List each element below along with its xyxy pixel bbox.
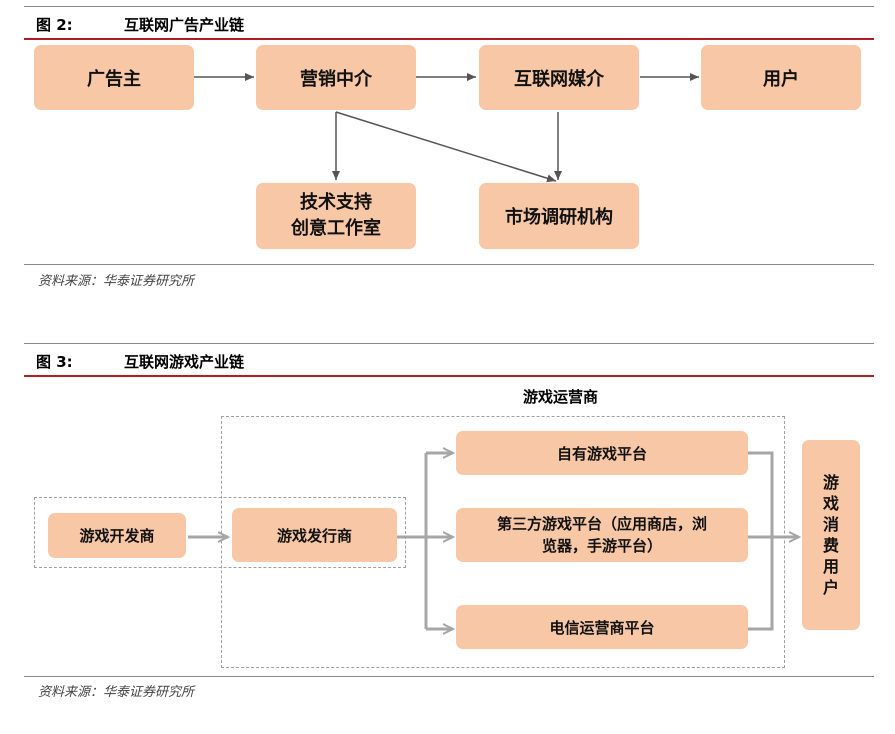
figure2-source: 资料来源：华泰证券研究所 [38, 274, 195, 289]
node-game-consumer: 游戏消费用户 [802, 440, 860, 630]
figure2-top-rule [24, 6, 874, 7]
figure3-header: 图 3: 互联网游戏产业链 [24, 343, 874, 383]
node-third-party-platform: 第三方游戏平台（应用商店，浏 览器，手游平台） [456, 508, 748, 562]
node-game-publisher: 游戏发行商 [232, 508, 397, 562]
merge-telecom [748, 537, 774, 631]
node-own-platform-label: 自有游戏平台 [556, 444, 647, 463]
figure2-number: 图 2: [36, 16, 73, 34]
node-tech-support-label: 技术支持 创意工作室 [291, 192, 381, 239]
node-agency-label: 营销中介 [300, 68, 372, 90]
figure2-source-rule [24, 264, 874, 265]
arrow-agency-to-research [335, 111, 557, 183]
figure3-top-rule [24, 343, 874, 344]
node-publisher-label: 游戏发行商 [276, 526, 352, 545]
node-user-label: 用户 [763, 68, 799, 90]
node-advertiser-label: 广告主 [87, 68, 141, 90]
node-telecom-label: 电信运营商平台 [549, 618, 655, 637]
operator-group-boundary [221, 416, 785, 668]
node-agency: 营销中介 [256, 45, 416, 110]
node-research-label: 市场调研机构 [505, 207, 613, 228]
figure3-number: 图 3: [36, 353, 73, 371]
node-market-research: 市场调研机构 [479, 183, 639, 249]
operator-group-label: 游戏运营商 [523, 388, 599, 406]
node-game-developer: 游戏开发商 [48, 513, 186, 558]
merge-own-platform [748, 451, 774, 537]
node-user: 用户 [701, 45, 861, 110]
node-telecom-platform: 电信运营商平台 [456, 605, 748, 649]
node-own-platform: 自有游戏平台 [456, 431, 748, 475]
figure3-source-rule [24, 676, 874, 677]
developer-publisher-boundary [34, 497, 406, 568]
figure2-header: 图 2: 互联网广告产业链 [24, 6, 874, 46]
figure3-source: 资料来源：华泰证券研究所 [38, 685, 195, 700]
node-internet-media: 互联网媒介 [479, 45, 639, 110]
figure2-title: 互联网广告产业链 [124, 16, 245, 34]
node-third-party-label: 第三方游戏平台（应用商店，浏 览器，手游平台） [496, 515, 707, 555]
node-tech-support: 技术支持 创意工作室 [256, 183, 416, 249]
figure3-title-rule [24, 375, 874, 377]
figure2-title-rule [24, 38, 874, 40]
node-developer-label: 游戏开发商 [79, 527, 155, 545]
node-advertiser: 广告主 [34, 45, 194, 110]
node-media-label: 互联网媒介 [514, 68, 604, 90]
figure3-title: 互联网游戏产业链 [124, 353, 245, 371]
node-consumer-label: 游戏消费用户 [822, 473, 839, 597]
